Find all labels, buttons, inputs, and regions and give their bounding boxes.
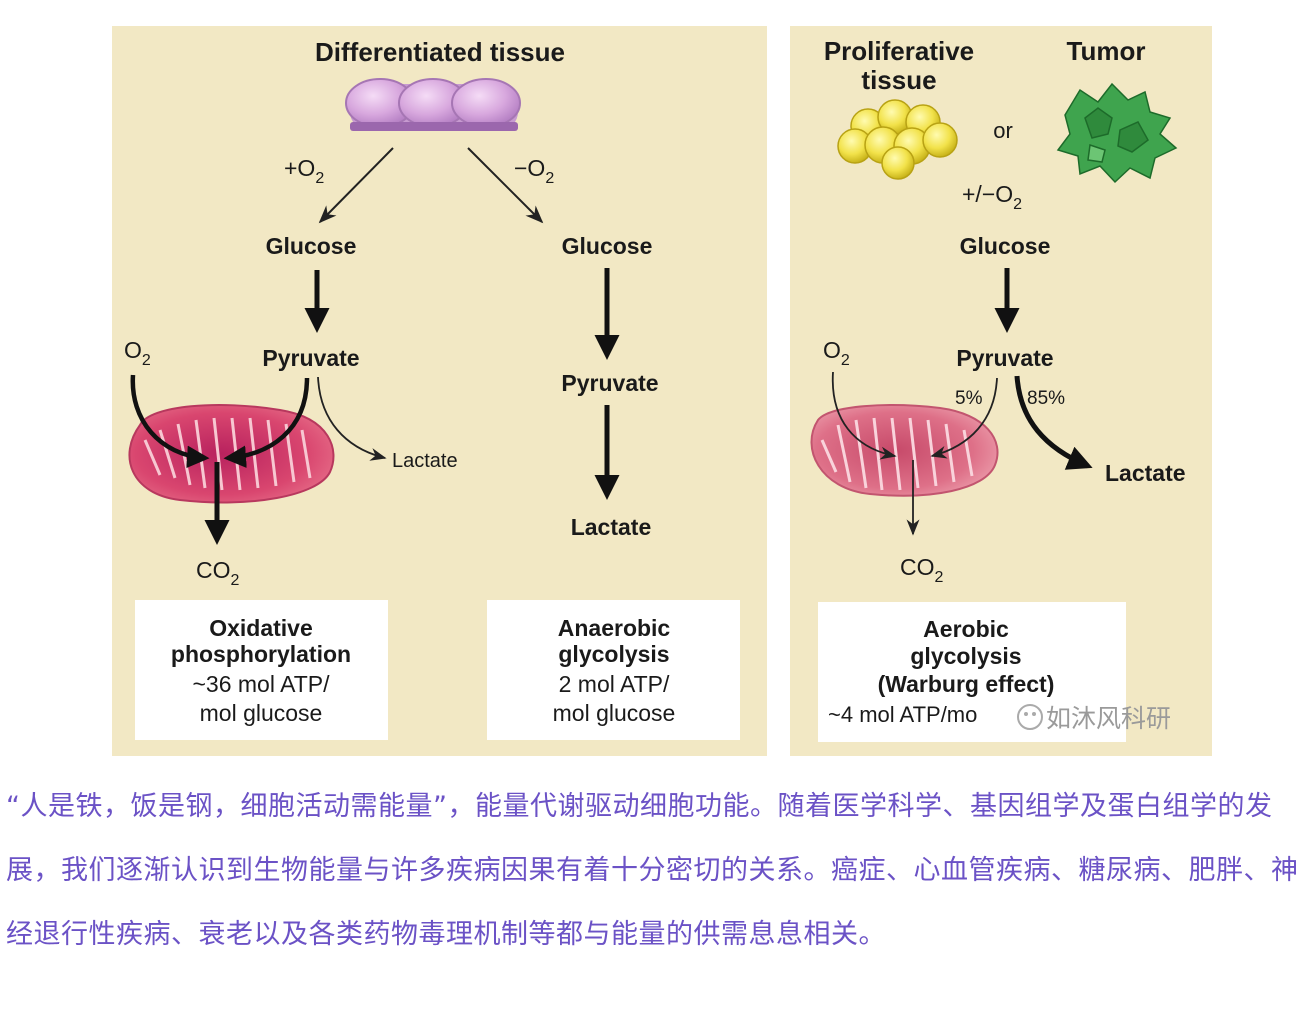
lactate-label-anoxic: Lactate	[571, 514, 652, 540]
proliferative-tissue-title: Proliferative	[824, 36, 974, 66]
lactate-label-oxygen: Lactate	[392, 450, 458, 472]
svg-text:~36 mol ATP/: ~36 mol ATP/	[192, 671, 330, 697]
oxygen-branch-arrow	[318, 147, 394, 224]
svg-text:(Warburg effect): (Warburg effect)	[878, 671, 1055, 697]
anaerobic-glycolysis-box: Anaerobic glycolysis 2 mol ATP/ mol gluc…	[487, 600, 740, 740]
oxidative-phosphorylation-box: Oxidative phosphorylation ~36 mol ATP/ m…	[135, 600, 388, 740]
eighty-five-percent-label: 85%	[1027, 388, 1065, 409]
svg-text:Oxidative: Oxidative	[209, 615, 313, 641]
differentiated-cells-icon	[345, 78, 521, 131]
minus-o2-label: −O2	[514, 155, 554, 187]
pyruvate-into-mito-arrow-right	[930, 377, 998, 459]
pyruvate-label-anoxic: Pyruvate	[561, 370, 658, 396]
pyruvate-to-lactate-arrow-right	[1014, 375, 1093, 470]
pyruvate-to-lactate-arrow-left	[317, 376, 387, 461]
proliferative-tissue-title-line2: tissue	[861, 65, 936, 95]
co2-label-left: CO2	[196, 557, 240, 589]
o2-label-left: O2	[124, 337, 151, 369]
o2-into-mito-arrow-right	[831, 371, 897, 460]
svg-text:mol glucose: mol glucose	[553, 700, 676, 726]
plus-minus-o2-label: +/−O2	[962, 181, 1022, 213]
glucose-label-anoxic: Glucose	[562, 233, 653, 259]
proliferative-cells-icon	[837, 99, 958, 180]
svg-text:2 mol ATP/: 2 mol ATP/	[559, 671, 670, 697]
tumor-cells-icon	[1056, 82, 1178, 184]
glucose-label-right: Glucose	[960, 233, 1051, 259]
aerobic-glycolysis-box: Aerobic glycolysis (Warburg effect) ~4 m…	[818, 602, 1126, 742]
svg-text:Aerobic: Aerobic	[923, 616, 1009, 642]
five-percent-label: 5%	[955, 388, 983, 409]
svg-text:如沐风科研: 如沐风科研	[1046, 704, 1171, 733]
differentiated-tissue-title: Differentiated tissue	[315, 37, 565, 67]
mitochondrion-icon-left	[128, 404, 335, 504]
co2-label-right: CO2	[900, 554, 944, 586]
lactate-label-right: Lactate	[1105, 460, 1186, 486]
pyruvate-label-right: Pyruvate	[956, 345, 1053, 371]
watermark: 如沐风科研	[1017, 704, 1171, 733]
tumor-title: Tumor	[1067, 36, 1146, 66]
svg-text:glycolysis: glycolysis	[558, 641, 669, 667]
svg-text:mol glucose: mol glucose	[200, 700, 323, 726]
glucose-label-oxygen: Glucose	[266, 233, 357, 259]
or-label: or	[993, 118, 1013, 143]
o2-into-mito-arrow-left	[130, 374, 210, 469]
mitochondrion-icon-right	[810, 404, 999, 497]
svg-text:glycolysis: glycolysis	[910, 643, 1021, 669]
caption-paragraph: “人是铁，饭是钢，细胞活动需能量”，能量代谢驱动细胞功能。随着医学科学、基因组学…	[6, 791, 1299, 950]
svg-text:Anaerobic: Anaerobic	[558, 615, 671, 641]
plus-o2-label: +O2	[284, 155, 324, 187]
svg-text:phosphorylation: phosphorylation	[171, 641, 351, 667]
svg-text:~4 mol ATP/mo: ~4 mol ATP/mo	[828, 702, 977, 727]
metabolism-diagram: Differentiated tissue +O2 −O2 Glucose Gl…	[112, 26, 1212, 756]
o2-label-right: O2	[823, 337, 850, 369]
anoxic-branch-arrow	[467, 147, 544, 224]
pyruvate-label-oxygen: Pyruvate	[262, 345, 359, 371]
pyruvate-into-mito-arrow-left	[223, 377, 310, 468]
